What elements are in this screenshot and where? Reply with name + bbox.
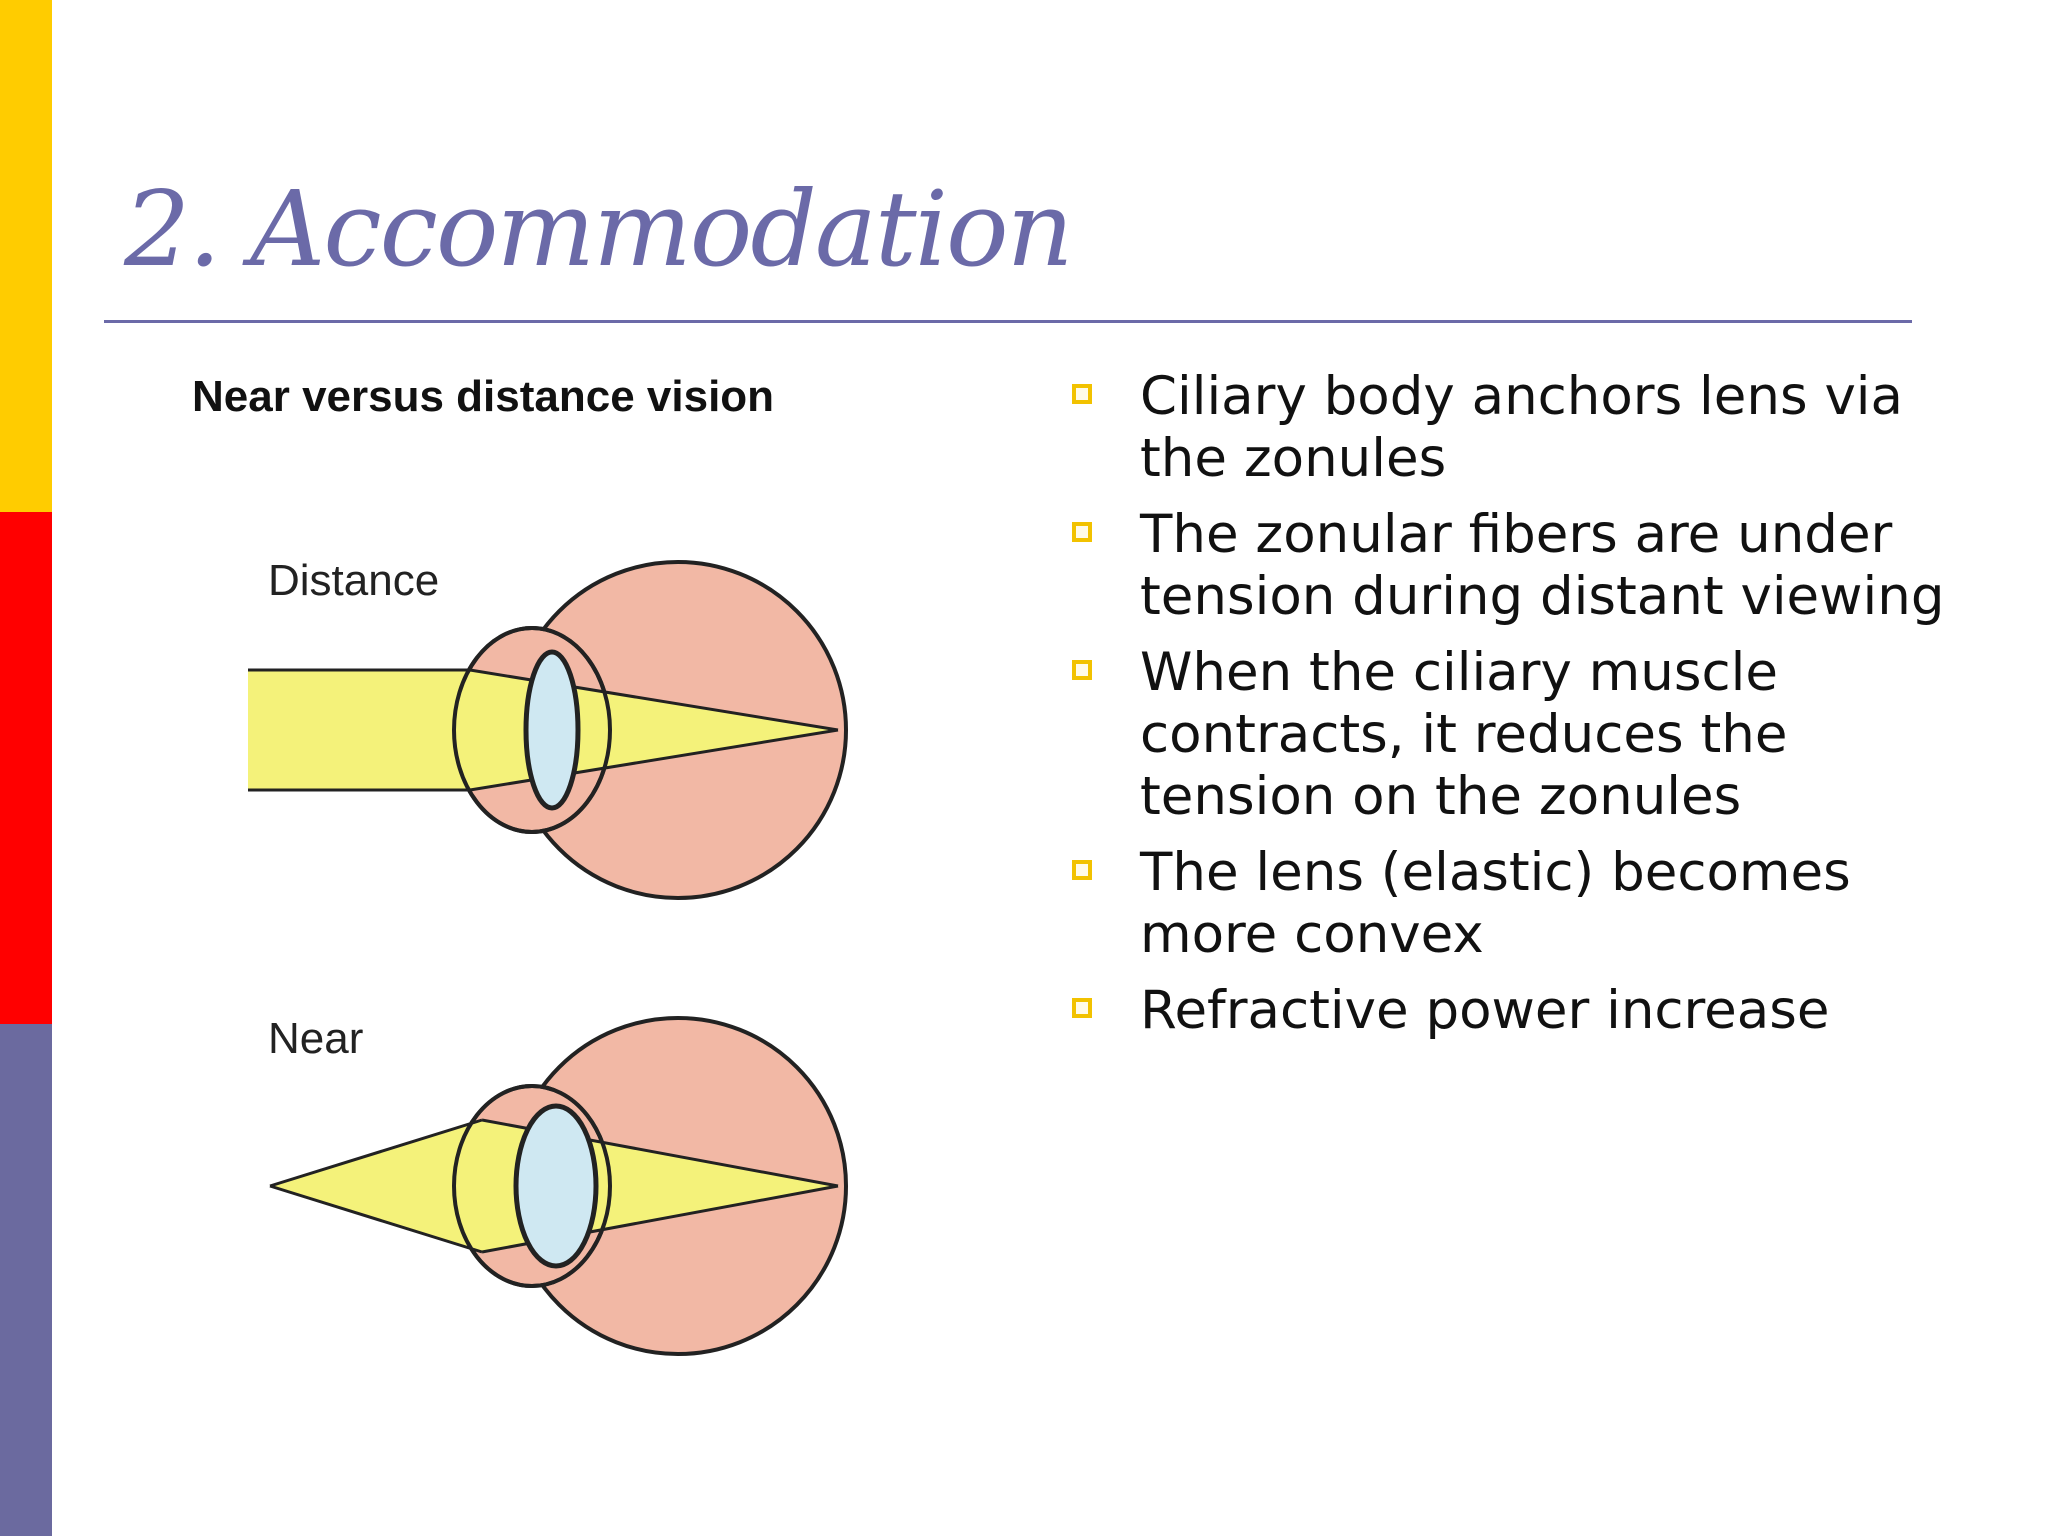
bullet-text: When the ciliary muscle contracts, it re… xyxy=(1140,642,1788,827)
near-lens xyxy=(513,1103,599,1269)
square-bullet-icon xyxy=(1072,522,1092,542)
bullet-item: The lens (elastic) becomes more convex xyxy=(1060,842,1960,966)
bullet-text: Refractive power increase xyxy=(1140,980,1830,1041)
bullet-list: Ciliary body anchors lens via the zonule… xyxy=(1060,366,1960,1056)
near-label: Near xyxy=(268,1014,364,1063)
bullet-item: Refractive power increase xyxy=(1060,980,1960,1042)
distance-cornea-outline xyxy=(452,626,612,834)
side-bar-red-segment xyxy=(0,512,52,1024)
side-color-bar xyxy=(0,0,52,1536)
near-ray-in-lower xyxy=(269,1184,483,1254)
distance-lens xyxy=(523,649,581,811)
distance-eye-diagram xyxy=(248,560,848,900)
slide-title: 2. Accommodation xyxy=(124,168,1074,290)
square-bullet-icon xyxy=(1072,384,1092,404)
square-bullet-icon xyxy=(1072,660,1092,680)
bullet-item: When the ciliary muscle contracts, it re… xyxy=(1060,642,1960,828)
bullet-text: The zonular fibers are under tension dur… xyxy=(1140,504,1945,627)
bullet-item: The zonular fibers are under tension dur… xyxy=(1060,504,1960,628)
bullet-text: Ciliary body anchors lens via the zonule… xyxy=(1140,366,1904,489)
near-cornea-outline xyxy=(452,1084,612,1288)
bullet-item: Ciliary body anchors lens via the zonule… xyxy=(1060,366,1960,490)
side-bar-yellow-segment xyxy=(0,0,52,512)
square-bullet-icon xyxy=(1072,860,1092,880)
distance-label: Distance xyxy=(268,556,440,605)
near-ray-in-upper xyxy=(269,1118,483,1188)
title-divider xyxy=(104,320,1912,323)
figure-heading: Near versus distance vision xyxy=(192,372,775,421)
side-bar-purple-segment xyxy=(0,1024,52,1536)
near-eye-diagram xyxy=(269,1016,848,1356)
square-bullet-icon xyxy=(1072,998,1092,1018)
bullet-text: The lens (elastic) becomes more convex xyxy=(1140,842,1851,965)
